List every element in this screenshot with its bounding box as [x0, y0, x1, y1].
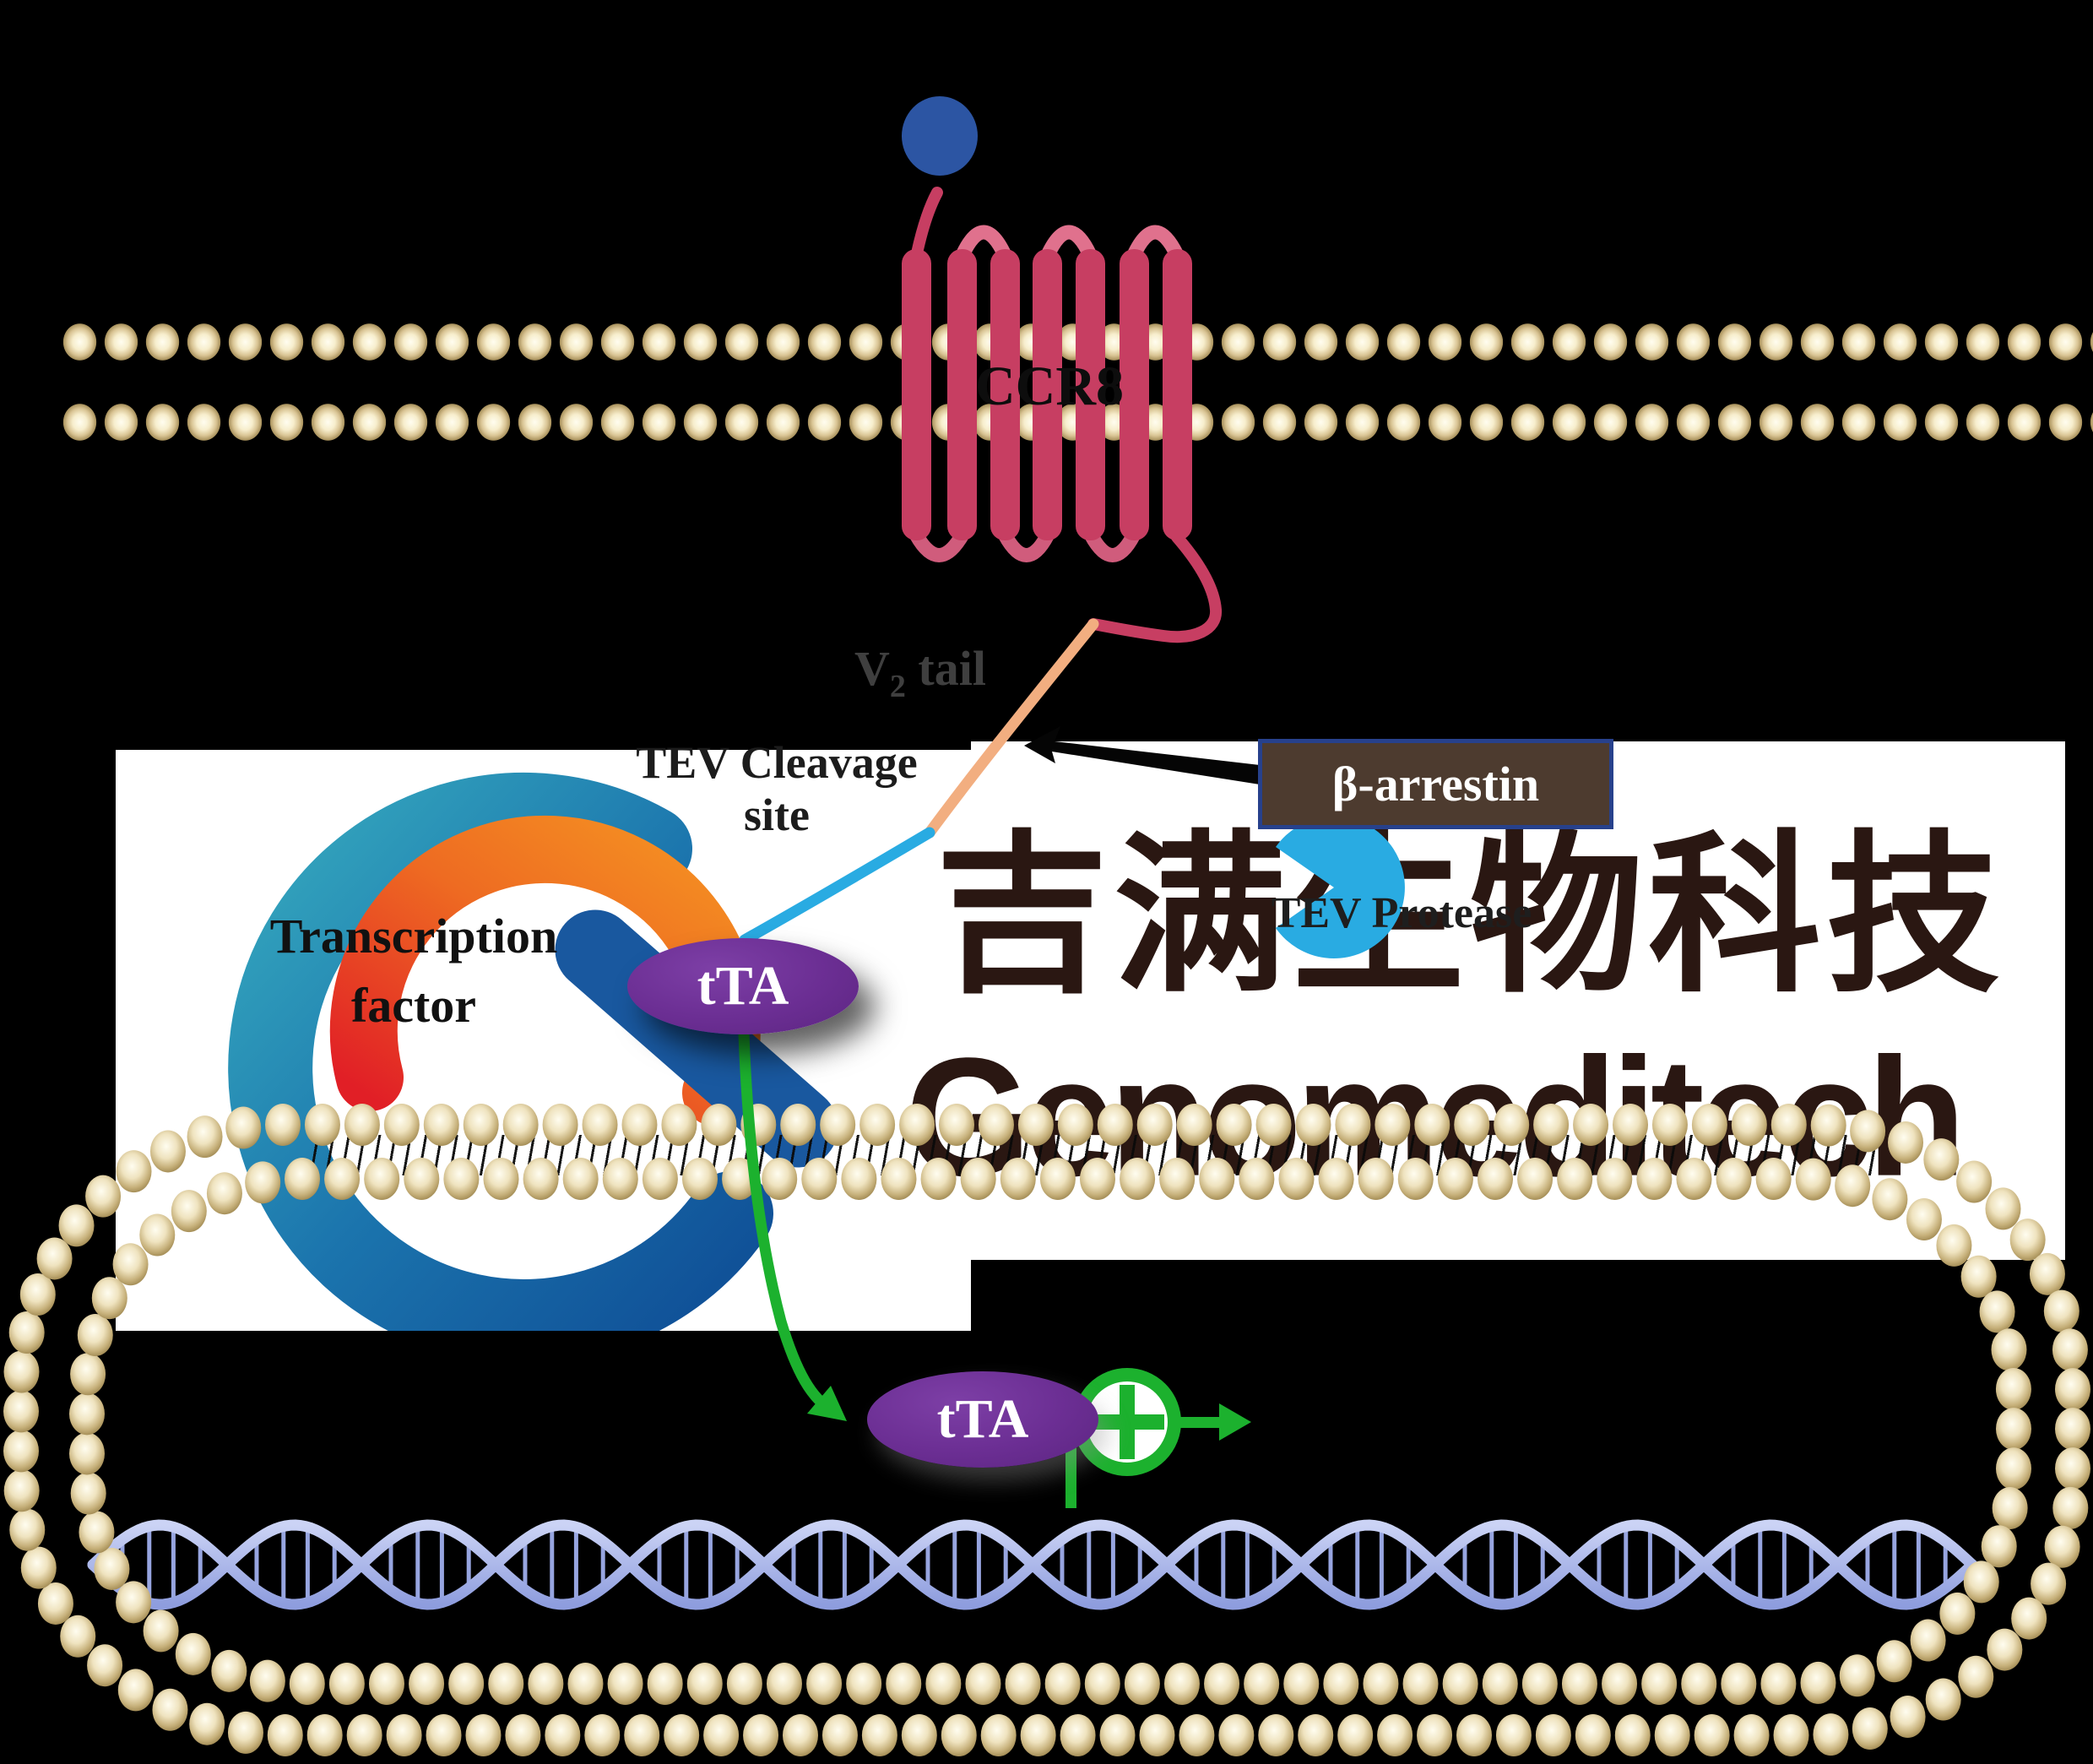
dna-double-helix: [87, 1519, 1978, 1610]
v2-label-rest: tail: [905, 641, 986, 696]
v2-tail-label: V2 tail: [811, 640, 1030, 705]
promoter-reporter-symbol: [1065, 1368, 1251, 1508]
receptor-n-terminus: [911, 187, 943, 259]
tta-nucleus-label: tTA: [936, 1388, 1029, 1450]
tta-translocation-arrowhead-icon: [807, 1386, 847, 1421]
tta-oval-cytoplasm: tTA: [627, 938, 859, 1034]
v2-label-subscript: 2: [889, 669, 906, 704]
tta-cytoplasm-label: tTA: [697, 955, 789, 1017]
intracellular-loop: [1083, 527, 1141, 562]
receptor-label: CCR8: [975, 356, 1124, 417]
nuclear-envelope-outer-ring: [3, 1104, 2090, 1756]
watermark-cjk-text: 吉满生物科技: [935, 816, 2004, 1017]
beta-arrestin-label: β-arrestin: [1331, 757, 1540, 811]
nuclear-envelope-inner-ring: [69, 1158, 2031, 1705]
extracellular-loop: [1126, 225, 1185, 263]
tta-oval-nucleus: tTA: [867, 1371, 1098, 1468]
tta-translocation-arrow: [738, 1029, 836, 1415]
tev-cleavage-site-label: TEV Cleavage site: [608, 736, 946, 841]
receptor-c-terminus: [1087, 531, 1222, 643]
extracellular-loop: [1040, 225, 1098, 263]
intracellular-loop: [997, 527, 1055, 562]
beta-arrestin-box: β-arrestin: [1258, 739, 1613, 829]
transmembrane-helices: [902, 249, 1192, 540]
tev-protease-icon: [1276, 817, 1405, 958]
tev-protease-label: TEV Protease: [1271, 889, 1532, 937]
transcription-factor-label: Transcription factor: [262, 902, 566, 1040]
v2-label-base: V: [854, 641, 890, 696]
v2-tail-line: [924, 618, 1099, 839]
transcription-factor-line1: Transcription: [269, 909, 558, 963]
intracellular-loop: [908, 527, 970, 562]
extracellular-loop: [955, 225, 1012, 263]
tev-cleavage-linker-line: [739, 827, 935, 946]
tev-cleavage-line1: TEV Cleavage: [636, 737, 918, 788]
beta-arrestin-arrow-icon: [1024, 726, 1260, 784]
chemokine-ligand-icon: [902, 96, 978, 176]
tev-cleavage-line2: site: [744, 790, 810, 840]
transcription-factor-line2: factor: [350, 978, 477, 1033]
